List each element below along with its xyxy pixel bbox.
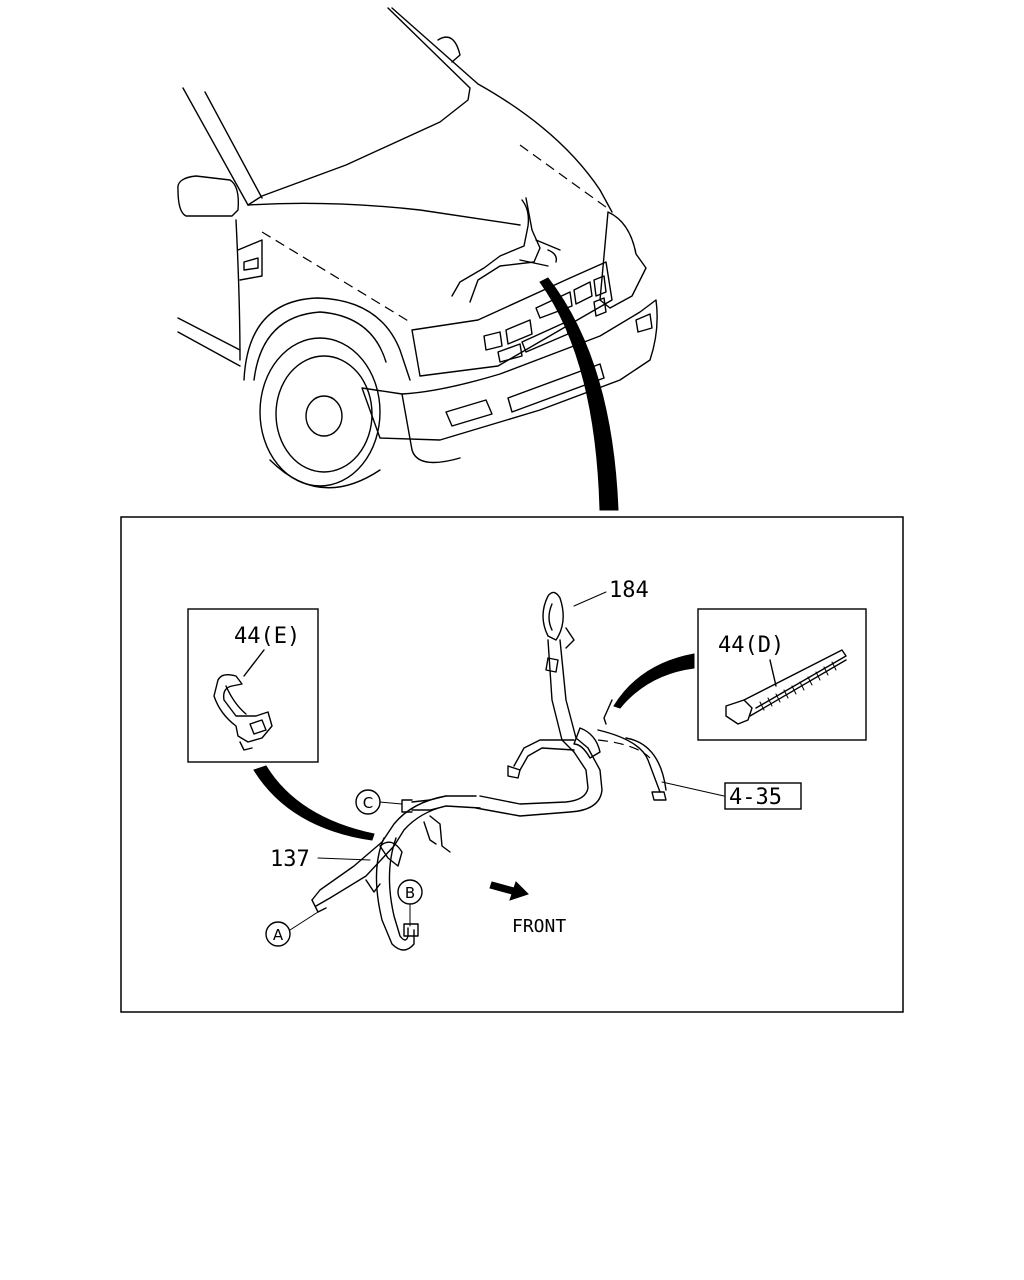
connector-a-marker: A <box>265 921 291 947</box>
wiring-harness <box>311 591 667 951</box>
leader-184 <box>573 591 607 607</box>
leader-c <box>379 801 403 805</box>
label-184: 184 <box>609 578 649 603</box>
inset-44d: 44(D) <box>697 608 867 741</box>
connector-c-marker: C <box>355 789 381 815</box>
front-arrow-icon <box>489 881 529 901</box>
detail-frame <box>120 516 904 1013</box>
label-137: 137 <box>270 847 310 872</box>
label-front: FRONT <box>512 916 566 937</box>
inset-44e: 44(E) <box>187 608 319 763</box>
label-conn-b: B <box>405 884 415 902</box>
ref-box-4-35 <box>724 782 802 810</box>
vehicle-illustration <box>177 7 658 489</box>
callout-arrow-44e <box>253 765 375 841</box>
label-44e: 44(E) <box>234 624 300 649</box>
callout-arrow-vehicle <box>539 277 619 511</box>
leader-a <box>289 911 319 931</box>
leader-4-35 <box>661 781 725 797</box>
label-conn-c: C <box>363 794 373 812</box>
label-44d: 44(D) <box>718 633 784 658</box>
label-4-35: 4-35 <box>729 785 782 810</box>
connector-b-marker: B <box>397 879 423 905</box>
callout-arrow-44d <box>613 653 695 709</box>
label-conn-a: A <box>273 926 284 944</box>
leader-137 <box>317 857 371 861</box>
